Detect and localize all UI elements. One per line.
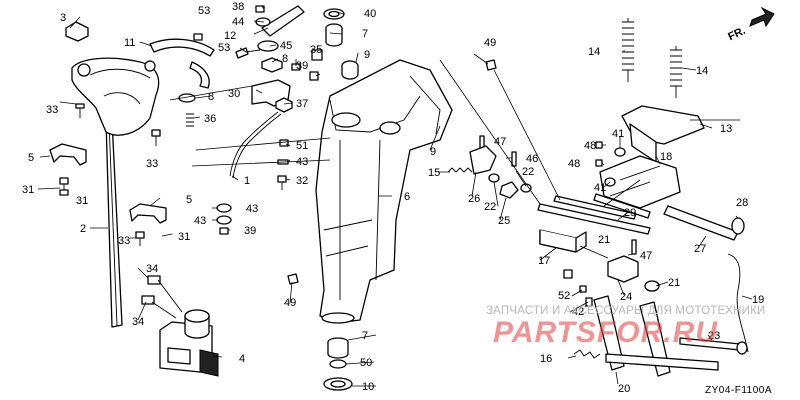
callout-43b: 43 [246,203,258,215]
callout-8b: 8 [208,91,214,103]
callout-18: 18 [660,151,672,163]
callout-48b: 48 [568,158,580,170]
callout-33c: 33 [118,235,130,247]
callout-25: 25 [498,215,510,227]
callout-30: 30 [228,88,240,100]
callout-5b: 5 [186,194,192,206]
callout-20: 20 [618,383,630,395]
callout-16: 16 [540,353,552,365]
watermark-logo: PARTSFOR.RU [493,316,718,349]
callout-51: 51 [296,140,308,152]
callout-15: 15 [428,167,440,179]
callout-17: 17 [538,255,550,267]
callout-7b: 7 [362,330,368,342]
callout-9: 9 [364,49,370,61]
callout-48: 48 [584,140,596,152]
callout-labels: 3 33 33 5 31 31 2 5 31 33 34 34 4 11 38 … [22,1,764,395]
callout-40: 40 [364,8,376,20]
callout-41b: 41 [594,182,606,194]
callout-47: 47 [494,136,506,148]
front-arrow-icon [749,6,775,28]
callout-31: 31 [22,184,34,196]
callout-26: 26 [468,193,480,205]
callout-35: 35 [310,44,322,56]
callout-31b: 31 [76,195,88,207]
callout-47b: 47 [640,250,652,262]
callout-53: 53 [198,5,210,17]
callout-42: 42 [572,306,584,318]
callout-34b: 34 [132,316,144,328]
callout-4: 4 [239,353,245,365]
callout-27: 27 [694,243,706,255]
callout-43c: 43 [194,215,206,227]
callout-43: 43 [296,156,308,168]
callout-8: 8 [282,53,288,65]
callout-28: 28 [736,197,748,209]
callout-21b: 21 [668,277,680,289]
callout-3: 3 [60,12,66,24]
callout-37: 37 [296,98,308,110]
callout-46: 46 [526,153,538,165]
bolts-left [59,103,183,319]
callout-39b: 39 [244,225,256,237]
callout-22b: 22 [484,201,496,213]
callout-49b: 49 [284,297,296,309]
callout-11: 11 [124,37,135,49]
callout-21: 21 [598,234,610,246]
callout-22: 22 [522,166,534,178]
callout-44: 44 [232,16,244,28]
callout-50: 50 [360,357,372,369]
callout-52: 52 [558,290,570,302]
callout-7: 7 [362,28,368,40]
callout-36: 36 [204,113,216,125]
swivel-shaft-assembly [49,21,219,377]
upper-middle-parts [149,5,497,235]
leader-lines [37,5,753,387]
callout-14b: 14 [696,65,708,77]
callout-1: 1 [244,175,250,187]
callout-10: 10 [362,381,374,393]
callout-29: 29 [624,207,636,219]
callout-49: 49 [484,37,496,49]
callout-45: 45 [280,40,292,52]
callout-9b: 9 [430,146,436,158]
callout-32: 32 [296,175,308,187]
callout-2: 2 [80,223,86,235]
callout-39: 39 [296,60,308,72]
callout-6: 6 [404,191,410,203]
callout-19: 19 [752,294,764,306]
callout-31c: 31 [178,231,190,243]
callout-13: 13 [720,123,732,135]
callout-5: 5 [28,152,34,164]
lower-bushing-stack [287,273,353,391]
callout-33b: 33 [146,158,158,170]
callout-53b: 53 [218,42,230,54]
callout-41: 41 [612,128,624,140]
callout-24: 24 [620,291,632,303]
callout-12: 12 [224,30,236,42]
callout-23: 23 [708,330,720,342]
callout-34: 34 [146,263,158,275]
callout-33: 33 [46,104,58,116]
callout-14: 14 [588,46,600,58]
swivel-case [169,59,453,324]
callout-38: 38 [232,1,244,13]
watermark-line1: ЗАПЧАСТИ И АКСЕССУАРЫ ДЛЯ МОТОТЕХНИКИ [486,305,766,317]
diagram-code: ZY04-F1100A [705,385,773,396]
tilt-lock-mechanism [439,18,749,377]
